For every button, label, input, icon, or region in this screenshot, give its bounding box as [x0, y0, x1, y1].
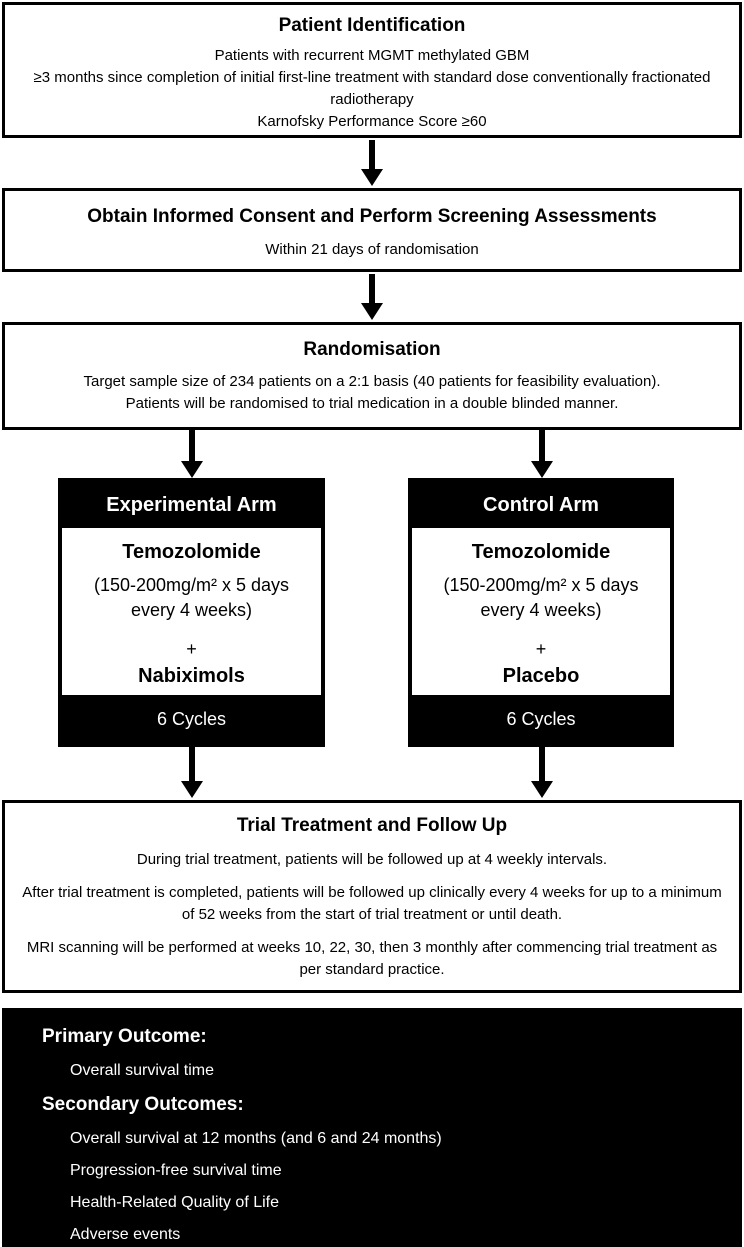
control-arm-dose-line2: every 4 weeks): [480, 600, 602, 620]
control-arm-cycles: 6 Cycles: [412, 695, 670, 743]
consent-screening-body: Within 21 days of randomisation: [265, 241, 479, 258]
control-arm-drug2: Placebo: [502, 665, 580, 687]
experimental-arm-header: Experimental Arm: [62, 482, 321, 528]
arrow-down-icon: [361, 274, 383, 320]
consent-screening-box: Obtain Informed Consent and Perform Scre…: [2, 188, 742, 272]
plus-sign: +: [186, 639, 197, 659]
experimental-arm-cycles: 6 Cycles: [62, 695, 321, 743]
arrow-down-icon: [531, 430, 553, 478]
experimental-arm-dose-line1: (150-200mg/m² x 5 days: [93, 575, 290, 595]
control-arm-box: Control Arm Temozolomide (150-200mg/m² x…: [408, 478, 674, 747]
arrow-head: [181, 781, 203, 798]
primary-outcome-item: Overall survival time: [70, 1062, 215, 1079]
follow-up-box: Trial Treatment and Follow Up During tri…: [2, 800, 742, 993]
arrow-shaft: [539, 430, 545, 461]
arrow-shaft: [369, 140, 375, 169]
arrow-head: [361, 169, 383, 186]
arrow-head: [531, 461, 553, 478]
secondary-outcome-item: Health-Related Quality of Life: [70, 1194, 279, 1211]
control-arm-drug1: Temozolomide: [471, 541, 611, 563]
patient-identification-title: Patient Identification: [278, 15, 466, 36]
secondary-outcome-item: Overall survival at 12 months (and 6 and…: [70, 1130, 442, 1147]
arrow-head: [531, 781, 553, 798]
patient-identification-line2: ≥3 months since completion of initial fi…: [33, 69, 711, 108]
patient-identification-box: Patient Identification Patients with rec…: [2, 2, 742, 138]
experimental-arm-body: Temozolomide (150-200mg/m² x 5 days ever…: [62, 528, 321, 695]
control-arm-header: Control Arm: [412, 482, 670, 528]
follow-up-para2: After trial treatment is completed, pati…: [22, 884, 722, 923]
arrow-shaft: [539, 747, 545, 781]
patient-identification-line1: Patients with recurrent MGMT methylated …: [214, 47, 530, 64]
arrow-down-icon: [181, 747, 203, 798]
follow-up-para3: MRI scanning will be performed at weeks …: [26, 939, 718, 978]
arrow-down-icon: [531, 747, 553, 798]
arrow-head: [181, 461, 203, 478]
randomisation-box: Randomisation Target sample size of 234 …: [2, 322, 742, 430]
plus-sign: +: [535, 639, 547, 659]
control-arm-body: Temozolomide (150-200mg/m² x 5 days ever…: [412, 528, 670, 695]
randomisation-line1: Target sample size of 234 patients on a …: [83, 373, 661, 390]
consent-screening-title: Obtain Informed Consent and Perform Scre…: [87, 206, 657, 227]
secondary-outcome-item: Adverse events: [70, 1226, 181, 1243]
secondary-outcome-item: Progression-free survival time: [70, 1162, 282, 1179]
outcomes-panel: Primary Outcome: Overall survival time S…: [2, 1008, 742, 1247]
arrow-shaft: [189, 430, 195, 461]
experimental-arm-drug1: Temozolomide: [122, 541, 261, 563]
randomisation-title: Randomisation: [303, 339, 441, 360]
arrow-down-icon: [361, 140, 383, 186]
arrow-shaft: [369, 274, 375, 303]
arrow-down-icon: [181, 430, 203, 478]
randomisation-line2: Patients will be randomised to trial med…: [125, 395, 619, 412]
patient-identification-line3: Karnofsky Performance Score ≥60: [257, 113, 487, 130]
follow-up-title: Trial Treatment and Follow Up: [236, 815, 508, 836]
arrow-shaft: [189, 747, 195, 781]
control-arm-dose-line1: (150-200mg/m² x 5 days: [443, 575, 639, 595]
arrow-head: [361, 303, 383, 320]
experimental-arm-dose-line2: every 4 weeks): [130, 600, 253, 620]
secondary-outcomes-label: Secondary Outcomes:: [42, 1094, 244, 1115]
primary-outcome-label: Primary Outcome:: [42, 1026, 207, 1047]
experimental-arm-drug2: Nabiximols: [138, 665, 245, 687]
experimental-arm-box: Experimental Arm Temozolomide (150-200mg…: [58, 478, 325, 747]
follow-up-para1: During trial treatment, patients will be…: [136, 851, 608, 868]
